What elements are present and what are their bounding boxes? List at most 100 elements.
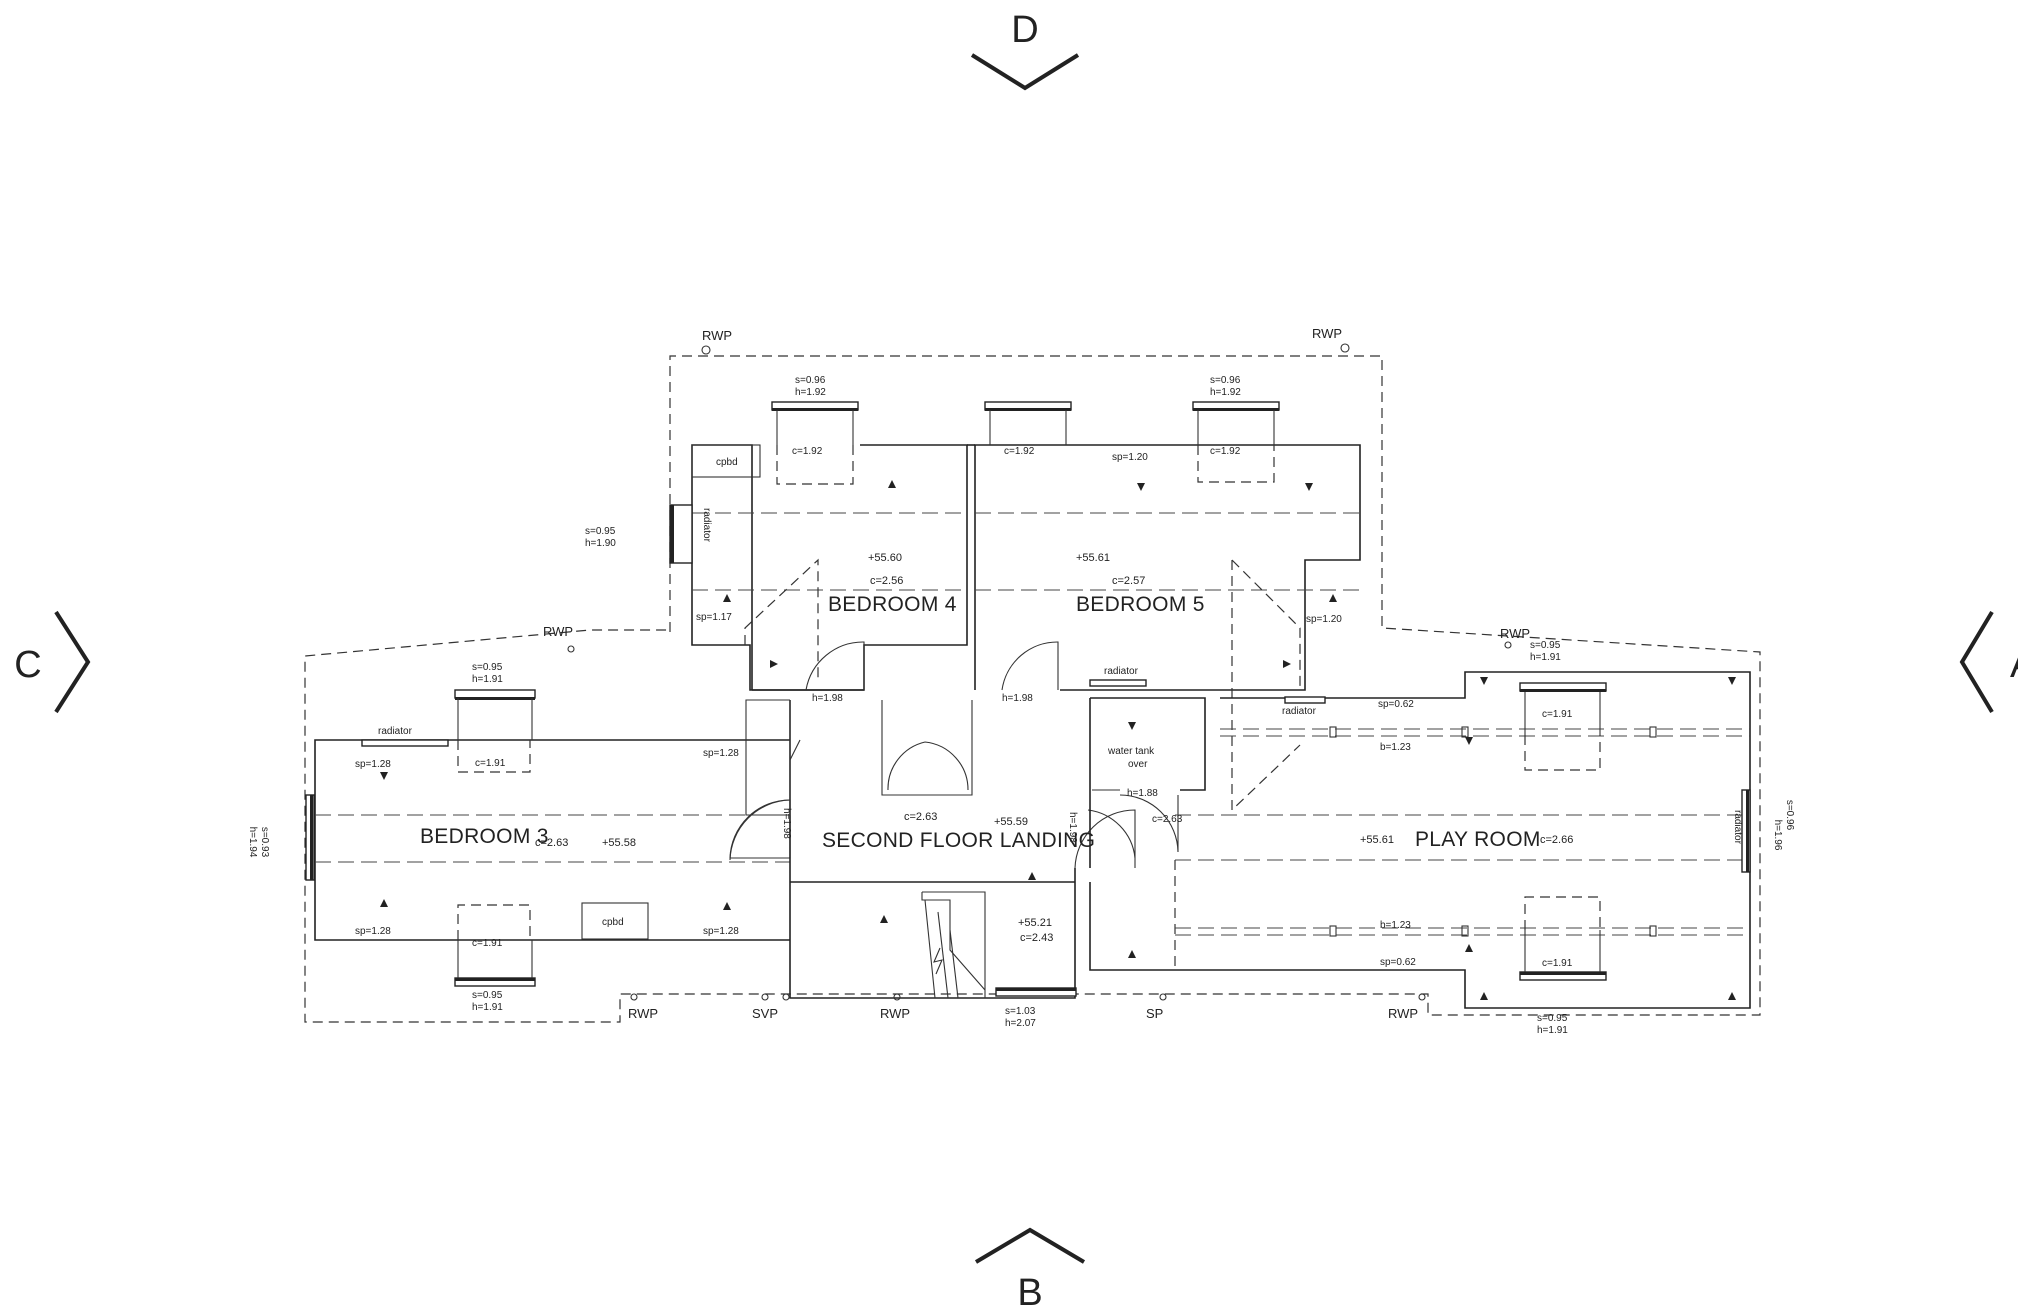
svg-text:c=2.63: c=2.63 — [1152, 814, 1183, 825]
svg-text:c=1.91: c=1.91 — [1542, 709, 1573, 720]
play-room-walls — [1089, 671, 1751, 1009]
chevron-left-icon — [1959, 610, 1994, 714]
svg-text:s=1.03: s=1.03 — [1005, 1006, 1036, 1017]
radiator — [361, 739, 449, 747]
svg-text:c=2.66: c=2.66 — [1540, 834, 1573, 846]
svg-text:c=1.91: c=1.91 — [475, 758, 506, 769]
svg-text:over: over — [1128, 759, 1148, 770]
second-floor-landing: SECOND FLOOR LANDING c=2.63 +55.59 +55.2… — [723, 699, 1136, 1029]
pipe-marker — [893, 993, 901, 1001]
svg-text:s=0.95: s=0.95 — [1530, 640, 1561, 651]
landing-walls — [789, 700, 1076, 999]
svg-text:h=1.92: h=1.92 — [1210, 387, 1241, 398]
svg-text:+55.21: +55.21 — [1018, 917, 1052, 929]
svg-text:b=1.23: b=1.23 — [1380, 742, 1411, 753]
svg-text:c=1.91: c=1.91 — [1542, 958, 1573, 969]
svg-text:sp=0.62: sp=0.62 — [1378, 699, 1414, 710]
svg-text:h=1.91: h=1.91 — [1537, 1025, 1568, 1036]
svg-text:+55.59: +55.59 — [994, 816, 1028, 828]
compass-label-a: A — [2010, 644, 2018, 686]
svg-text:c=1.92: c=1.92 — [792, 446, 823, 457]
svg-text:radiator: radiator — [1282, 706, 1317, 717]
svg-text:radiator: radiator — [378, 726, 413, 737]
pipe-marker — [1504, 641, 1512, 649]
bedroom-3-walls — [314, 739, 790, 941]
svg-text:b=1.23: b=1.23 — [1380, 920, 1411, 931]
svg-text:s=0.93: s=0.93 — [259, 827, 270, 858]
compass-west: C — [14, 610, 91, 714]
svg-text:radiator: radiator — [1104, 666, 1139, 677]
pipe-marker — [567, 645, 575, 653]
radiator — [1284, 696, 1326, 704]
compass-north: D — [970, 9, 1080, 91]
svg-text:c=2.43: c=2.43 — [1020, 932, 1053, 944]
svg-text:c=2.63: c=2.63 — [535, 837, 568, 849]
chevron-right-icon — [54, 610, 91, 714]
svg-text:s=0.95: s=0.95 — [1537, 1013, 1568, 1024]
compass-south: B — [974, 1227, 1086, 1312]
svg-text:s=0.95: s=0.95 — [585, 526, 616, 537]
svg-text:sp=1.28: sp=1.28 — [703, 748, 739, 759]
svg-text:h=1.91: h=1.91 — [1530, 652, 1561, 663]
stairs — [922, 891, 986, 998]
svg-text:h=1.91: h=1.91 — [472, 674, 503, 685]
svg-text:RWP: RWP — [1388, 1006, 1418, 1021]
svg-text:sp=1.17: sp=1.17 — [696, 612, 732, 623]
svg-text:SP: SP — [1146, 1006, 1163, 1021]
door — [805, 641, 865, 691]
svg-text:cpbd: cpbd — [602, 917, 624, 928]
bedroom-3: radiator cpbd BEDROOM 3 c=2.63 +55.58 s=… — [247, 662, 791, 1013]
svg-text:water tank: water tank — [1107, 746, 1155, 757]
room-label-bedroom-4: BEDROOM 4 — [828, 593, 957, 616]
door — [1074, 809, 1136, 869]
svg-text:h=1.94: h=1.94 — [247, 827, 258, 858]
svg-text:c=1.92: c=1.92 — [1004, 446, 1035, 457]
svg-text:s=0.96: s=0.96 — [795, 375, 826, 386]
svg-text:RWP: RWP — [628, 1006, 658, 1021]
svg-text:s=0.96: s=0.96 — [1784, 800, 1795, 831]
svg-text:c=1.92: c=1.92 — [1210, 446, 1241, 457]
svg-text:c=2.57: c=2.57 — [1112, 575, 1145, 587]
pipe-marker — [630, 993, 638, 1001]
svg-text:h=1.91: h=1.91 — [472, 1002, 503, 1013]
cupboard — [581, 902, 649, 940]
svg-text:h=1.98: h=1.98 — [781, 808, 792, 839]
svg-text:s=0.96: s=0.96 — [1210, 375, 1241, 386]
svg-text:s=0.95: s=0.95 — [472, 662, 503, 673]
svg-text:RWP: RWP — [702, 328, 732, 343]
svg-text:radiator: radiator — [1732, 810, 1743, 845]
door — [1001, 641, 1059, 691]
compass-label-d: D — [1011, 9, 1038, 51]
svg-text:h=1.96: h=1.96 — [1772, 820, 1783, 851]
compass-east: A — [1959, 610, 2018, 714]
chevron-up-icon — [974, 1227, 1086, 1264]
svg-text:RWP: RWP — [880, 1006, 910, 1021]
svg-text:radiator: radiator — [701, 508, 712, 543]
svg-text:h=1.88: h=1.88 — [1127, 788, 1158, 799]
room-label-play-room: PLAY ROOM — [1415, 828, 1541, 851]
bedroom-5-walls — [974, 444, 1361, 691]
svg-text:RWP: RWP — [1312, 326, 1342, 341]
svg-text:sp=1.28: sp=1.28 — [355, 759, 391, 770]
svg-text:sp=1.28: sp=1.28 — [355, 926, 391, 937]
svg-text:+55.61: +55.61 — [1076, 552, 1110, 564]
svg-text:h=1.98: h=1.98 — [1002, 693, 1033, 704]
svg-text:sp=1.28: sp=1.28 — [703, 926, 739, 937]
pipe-marker — [1418, 993, 1426, 1001]
window — [454, 689, 536, 699]
water-tank-cupboard: water tank over h=1.88 c=2.63 — [1089, 697, 1206, 868]
room-label-landing: SECOND FLOOR LANDING — [822, 829, 1095, 852]
svg-text:s=0.95: s=0.95 — [472, 990, 503, 1001]
svg-text:sp=1.20: sp=1.20 — [1306, 614, 1342, 625]
roof-outline — [304, 355, 1761, 1023]
svg-text:h=1.92: h=1.92 — [795, 387, 826, 398]
compass-label-b: B — [1017, 1272, 1042, 1312]
svg-text:h=1.98: h=1.98 — [1067, 812, 1078, 843]
door — [1119, 794, 1179, 853]
svg-text:c=1.91: c=1.91 — [472, 938, 503, 949]
svg-text:h=2.07: h=2.07 — [1005, 1018, 1036, 1029]
play-room: radiator radiator PLAY ROOM +55.61 c=2.6… — [1089, 640, 1795, 1036]
svg-text:SVP: SVP — [752, 1006, 778, 1021]
cupboard — [691, 444, 761, 478]
